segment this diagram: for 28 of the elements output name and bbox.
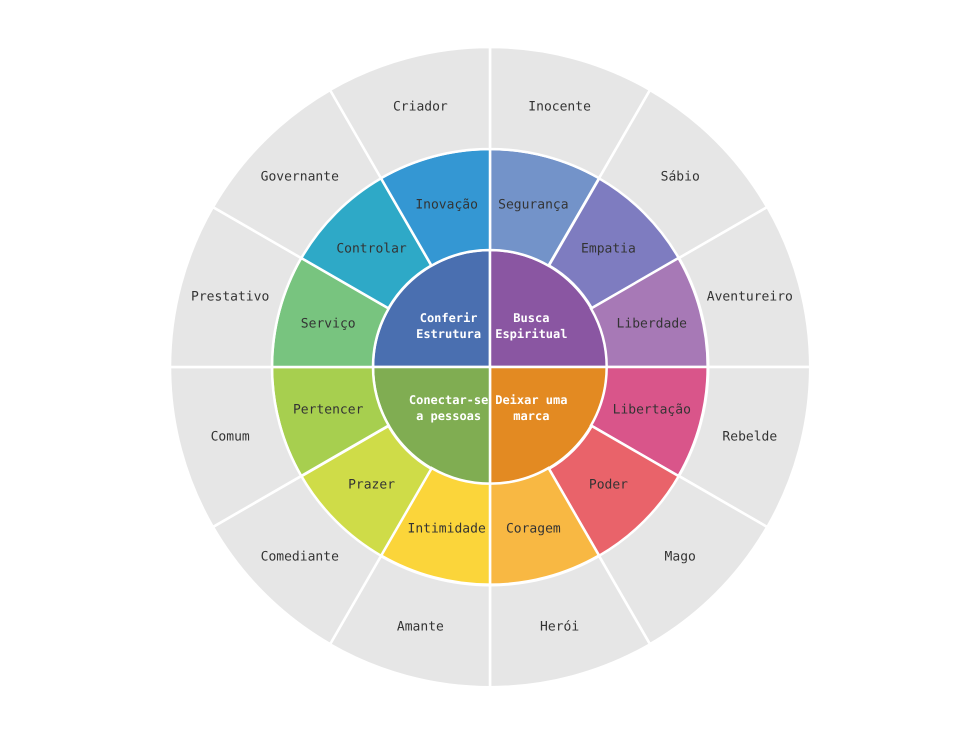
segment-label: Mago (664, 548, 696, 566)
segment-label: Coragem (506, 520, 561, 538)
segment-label: Empatia (581, 240, 636, 258)
segment-label: Busca Espiritual (494, 310, 568, 342)
segment-label: Comum (210, 428, 250, 446)
segment-label: Comediante (260, 548, 339, 566)
segment-label: Libertação (612, 402, 691, 419)
segment-label: Controlar (336, 240, 407, 258)
segment-label: Poder (588, 476, 628, 494)
segment-label: Deixar uma marca (494, 392, 568, 424)
segment-label: Governante (260, 168, 339, 186)
segment-label: Serviço (300, 315, 356, 332)
segment-label: Amante (396, 618, 444, 636)
segment-label: Segurança (498, 196, 569, 214)
segment-label: Conectar-se a pessoas (408, 392, 490, 424)
segment-label: Rebelde (722, 428, 778, 446)
segment-label: Sábio (660, 168, 700, 186)
segment-label: Intimidade (408, 520, 486, 538)
segment-label: Pertencer (292, 402, 364, 419)
segment-label: Inovação (415, 196, 478, 214)
segment-label: Inocente (528, 98, 591, 116)
segment-label: Herói (540, 618, 580, 636)
segment-label: Prestativo (191, 288, 270, 306)
segment-label: Liberdade (616, 315, 687, 332)
segment-label: Conferir Estrutura (415, 310, 482, 342)
segment-label: Prazer (348, 476, 396, 494)
segment-label: Aventureiro (706, 288, 793, 306)
segment-label: Criador (392, 98, 448, 116)
